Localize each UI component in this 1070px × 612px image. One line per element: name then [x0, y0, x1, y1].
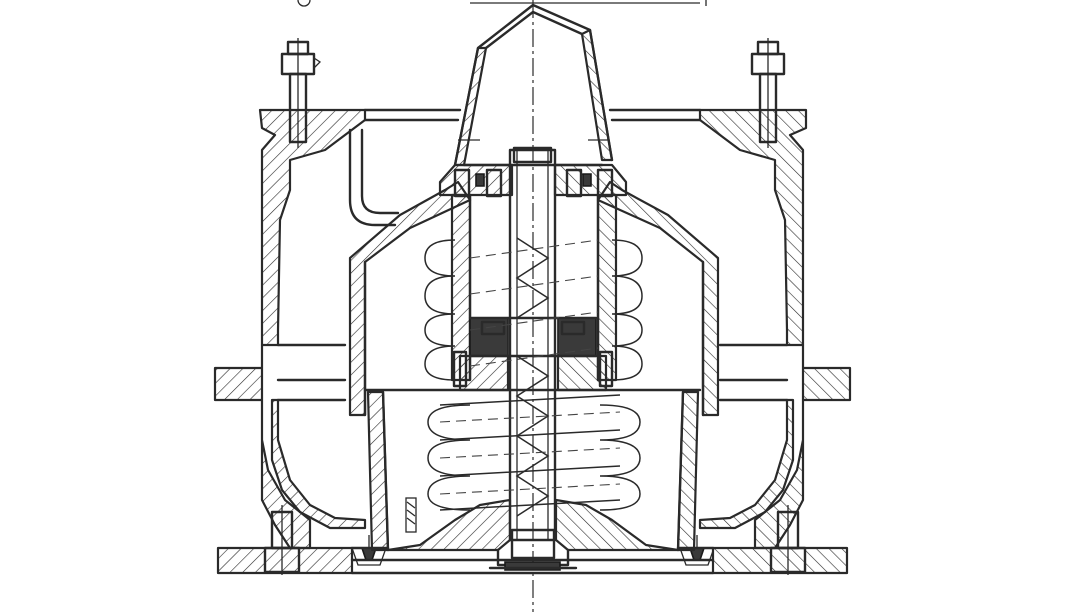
lower-spring-front [439, 394, 621, 511]
lower-spring-hidden [439, 411, 621, 495]
outer-housing-right [698, 108, 852, 575]
drain-pipe [348, 128, 400, 227]
lower-spring-right [599, 404, 641, 511]
lower-spring-left [427, 404, 471, 511]
cone-cap [453, 3, 614, 167]
lower-cylinder [363, 388, 702, 552]
upper-spring-right [611, 239, 643, 381]
bolt-left [280, 38, 322, 148]
top-edge-remnant [470, 0, 707, 6]
inner-bell [348, 180, 720, 417]
bolt-bottom-left [263, 505, 301, 575]
outer-housing-left [213, 108, 367, 575]
center-stem [508, 146, 557, 542]
bolt-right [750, 38, 786, 148]
bolt-bottom-right [769, 505, 807, 575]
top-flange-line [363, 108, 702, 122]
guide-sleeve [450, 193, 618, 382]
cap-base-plate [438, 163, 628, 198]
seal-assembly [452, 316, 614, 392]
base-boss [386, 498, 680, 571]
upper-spring-left [424, 239, 456, 381]
base-plate [350, 558, 715, 575]
